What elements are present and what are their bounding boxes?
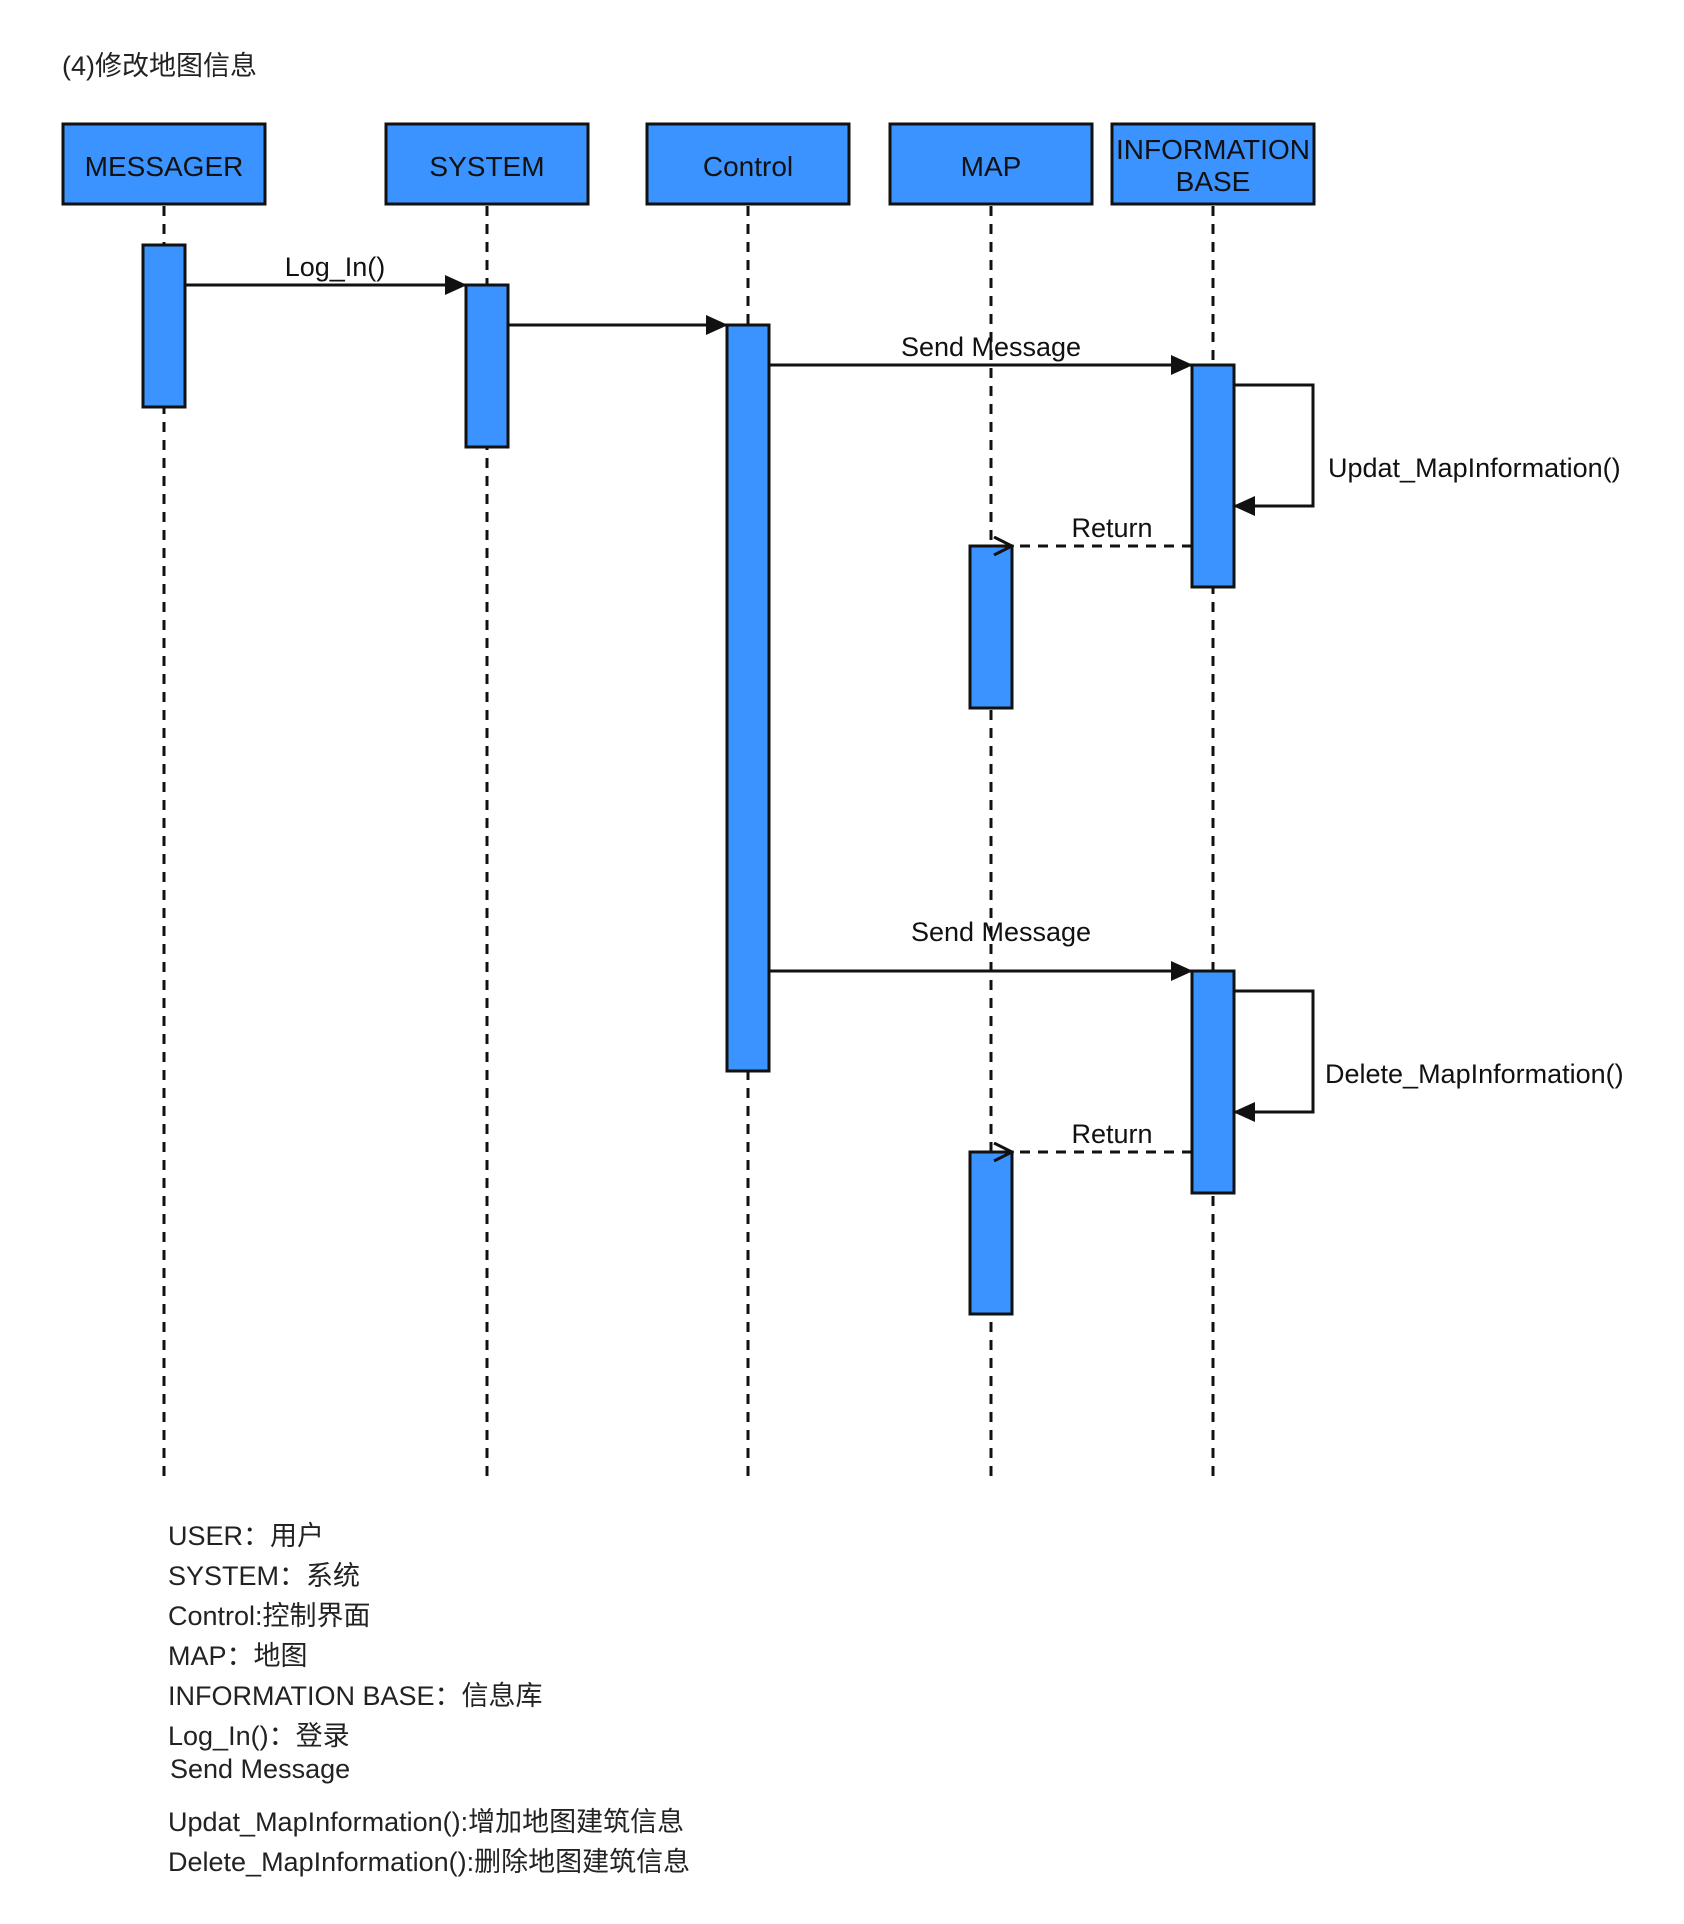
message-log-in-label: Log_In() bbox=[285, 252, 386, 282]
legend-item: USER：用户 bbox=[168, 1521, 325, 1551]
activation-info-base-2 bbox=[1190, 969, 1236, 1195]
legend-item: Control:控制界面 bbox=[168, 1601, 371, 1631]
message-return-1-label: Return bbox=[1071, 513, 1152, 543]
legend-item: Log_In()：登录 bbox=[168, 1721, 350, 1751]
legend-item: Updat_MapInformation():增加地图建筑信息 bbox=[168, 1807, 685, 1837]
message-send-1-label: Send Message bbox=[901, 332, 1081, 362]
participant-system: SYSTEM bbox=[384, 122, 590, 206]
activation-control bbox=[725, 323, 771, 1073]
activation-system bbox=[464, 283, 510, 449]
participant-label: MESSAGER bbox=[85, 151, 244, 182]
activation-messager bbox=[141, 243, 187, 409]
message-updat-label: Updat_MapInformation() bbox=[1328, 453, 1621, 483]
message-updat-self-arrow bbox=[1233, 383, 1315, 516]
legend-item: Delete_MapInformation():删除地图建筑信息 bbox=[168, 1847, 691, 1877]
participant-label: Control bbox=[703, 151, 793, 182]
legend-item: SYSTEM：系统 bbox=[168, 1561, 361, 1591]
message-delete-self-arrow bbox=[1233, 989, 1315, 1122]
participant-map: MAP bbox=[888, 122, 1094, 206]
legend-item: MAP：地图 bbox=[168, 1641, 308, 1671]
message-send-2-label: Send Message bbox=[911, 917, 1091, 947]
participant-label: SYSTEM bbox=[429, 151, 544, 182]
legend-item: Send Message bbox=[170, 1754, 351, 1784]
message-delete-label: Delete_MapInformation() bbox=[1325, 1059, 1624, 1089]
participant-label: INFORMATION bbox=[1116, 134, 1310, 165]
message-return-2-label: Return bbox=[1071, 1119, 1152, 1149]
diagram-title: (4)修改地图信息 bbox=[62, 51, 257, 81]
participant-control: Control bbox=[645, 122, 851, 206]
activation-map-1 bbox=[968, 544, 1014, 710]
participant-info-base: INFORMATION BASE bbox=[1110, 122, 1316, 206]
participant-label: BASE bbox=[1176, 166, 1251, 197]
participant-label: MAP bbox=[961, 151, 1022, 182]
legend-item: INFORMATION BASE：信息库 bbox=[168, 1681, 543, 1711]
participant-messager: MESSAGER bbox=[61, 122, 267, 206]
activation-info-base-1 bbox=[1190, 363, 1236, 589]
activation-map-2 bbox=[968, 1150, 1014, 1316]
